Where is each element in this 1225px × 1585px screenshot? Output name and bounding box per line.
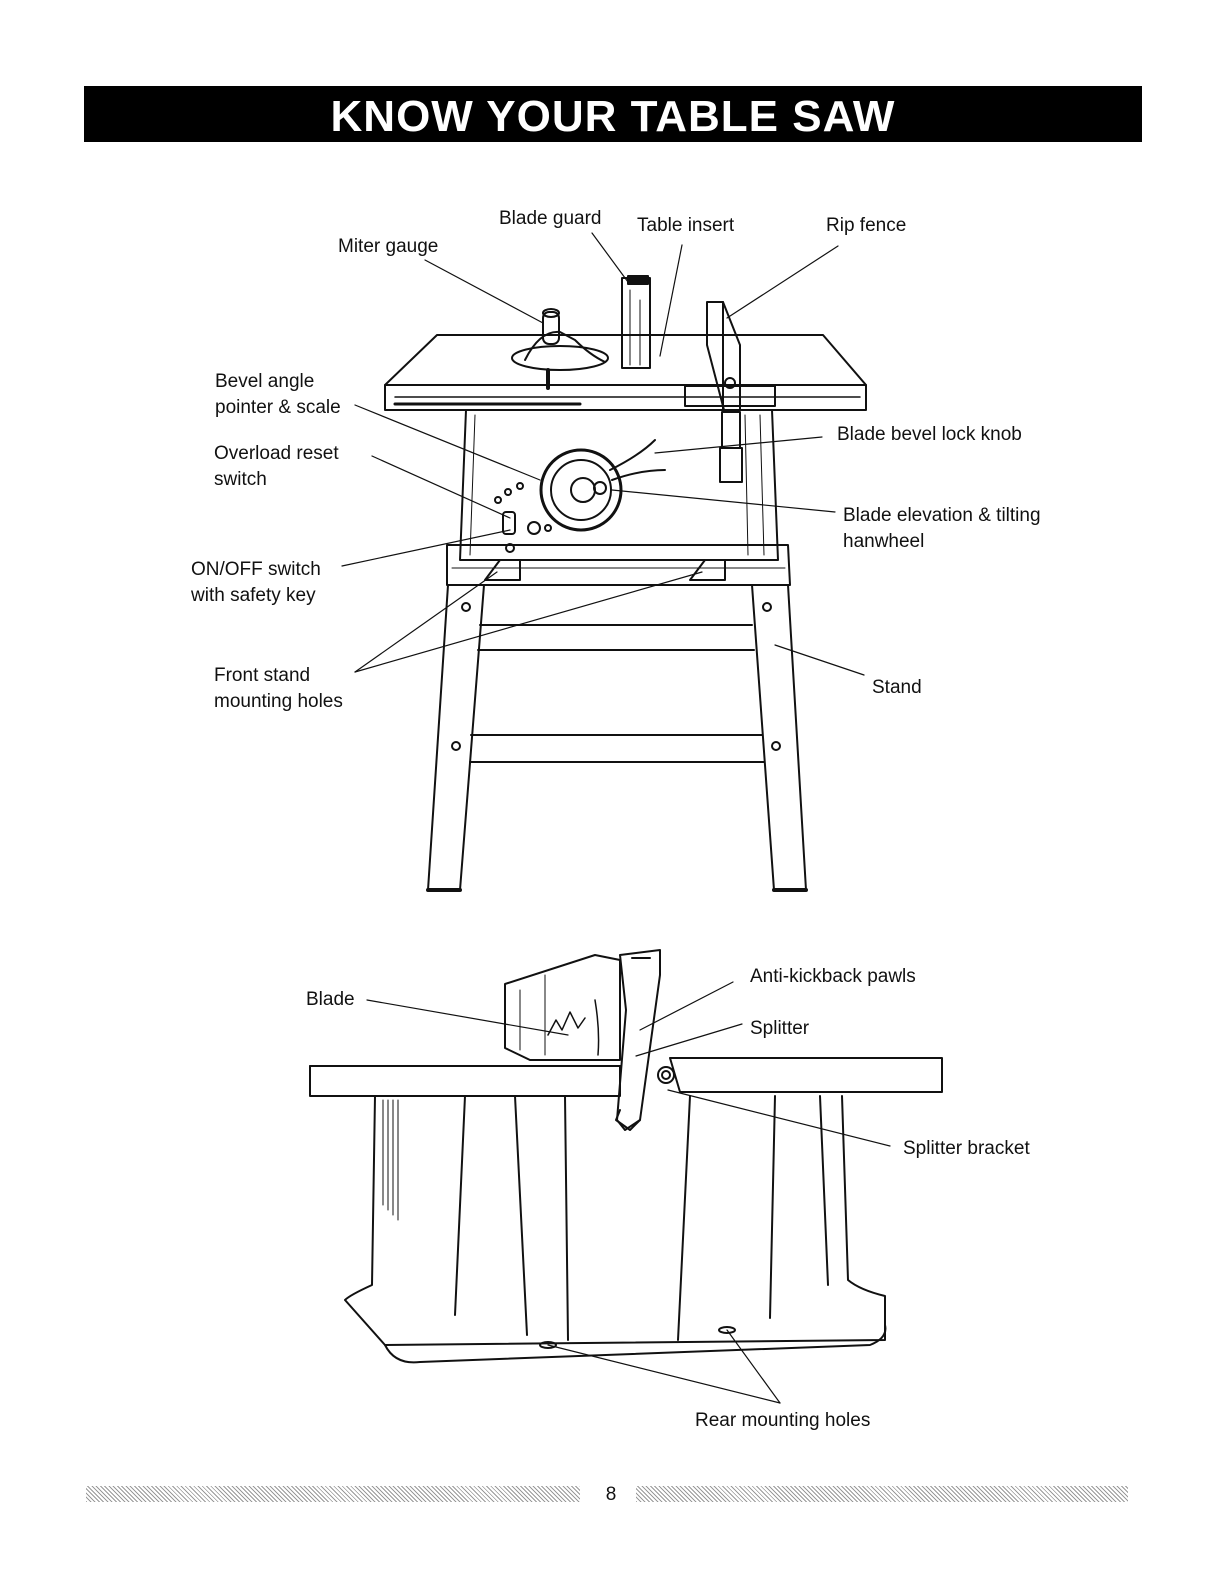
leader-lines-top [341, 232, 865, 676]
blade-guard [621, 275, 651, 369]
stand [426, 584, 808, 892]
label-miter-gauge: Miter gauge [338, 236, 439, 257]
footer-pattern-left [86, 1486, 580, 1502]
footer-pattern-right [636, 1486, 1128, 1502]
side-cabinet [344, 1095, 887, 1364]
label-splitter-bracket: Splitter bracket [903, 1138, 1030, 1159]
saw-side-view [309, 949, 943, 1404]
saw-top-view [341, 232, 867, 892]
side-blade-guard [504, 954, 621, 1061]
label-blade: Blade [306, 989, 355, 1010]
side-table [309, 1065, 621, 1097]
saw-cabinet [459, 409, 779, 561]
page-number: 8 [605, 1484, 617, 1505]
page-title: KNOW YOUR TABLE SAW [330, 92, 896, 141]
leader-lines-bottom [366, 981, 891, 1404]
label-rear-mounting-holes: Rear mounting holes [695, 1410, 871, 1431]
page-title-bar: KNOW YOUR TABLE SAW [84, 86, 1142, 142]
label-blade-elevation: Blade elevation & tilting hanwheel [843, 505, 1041, 552]
label-stand: Stand [872, 677, 922, 698]
saw-base [446, 544, 791, 586]
label-blade-bevel-lock: Blade bevel lock knob [837, 424, 1022, 445]
label-splitter: Splitter [750, 1018, 810, 1039]
label-rip-fence: Rip fence [826, 215, 907, 236]
side-splitter [615, 949, 675, 1131]
label-overload-reset: Overload reset switch [214, 443, 339, 490]
table-top [384, 334, 867, 386]
label-anti-kickback-pawls: Anti-kickback pawls [750, 966, 916, 987]
label-blade-guard: Blade guard [499, 208, 602, 229]
label-front-stand-holes: Front stand mounting holes [214, 665, 343, 712]
miter-gauge [511, 308, 609, 390]
label-table-insert: Table insert [637, 215, 735, 236]
label-bevel-angle: Bevel angle pointer & scale [215, 371, 341, 418]
label-on-off-switch: ON/OFF switch with safety key [191, 559, 321, 606]
